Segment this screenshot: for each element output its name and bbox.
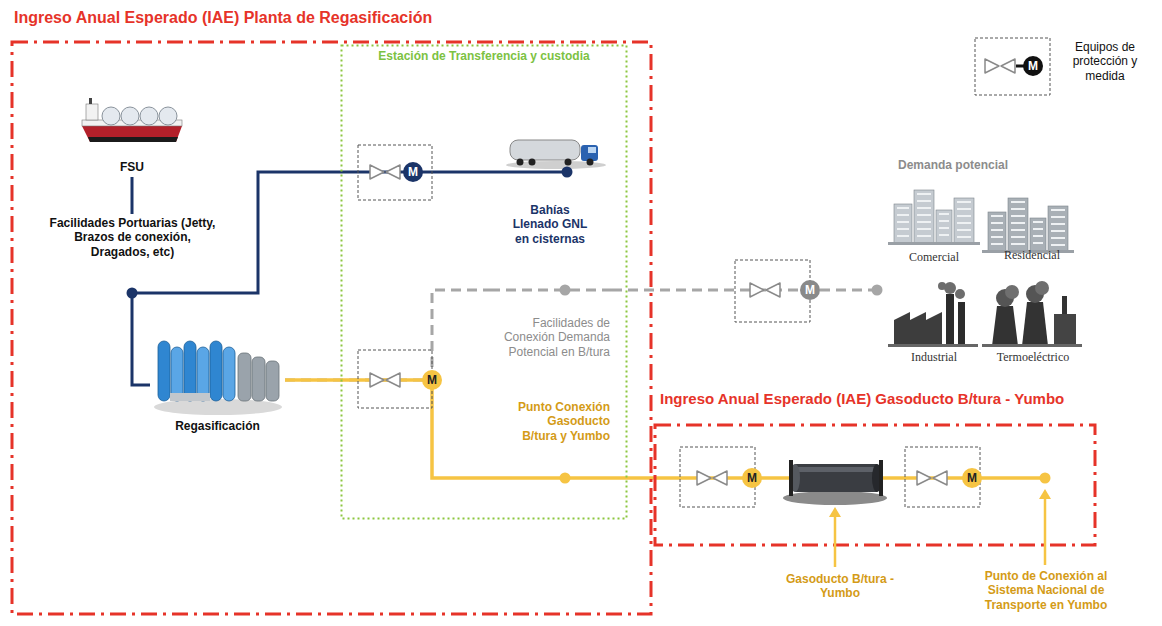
residential-node: Residencial (982, 188, 1082, 268)
pipe-connector (285, 290, 490, 380)
valve-symbol (697, 471, 727, 485)
building-icon (888, 190, 980, 245)
pipeline-point: Punto Conexión Gasoducto B/tura y Yumbo (512, 398, 612, 486)
valve-symbol (750, 283, 780, 297)
regasification-icon (154, 341, 282, 415)
line-stub (834, 515, 837, 567)
pipe-connector (132, 300, 150, 385)
legend-sample (972, 36, 1052, 98)
node-label: Facilidades Portuarias (Jetty, Brazos de… (46, 216, 219, 259)
valve-symbol (370, 165, 400, 179)
ship-node: FSU (78, 86, 186, 177)
valve-symbol (985, 59, 1015, 73)
meter-symbol (1023, 56, 1043, 76)
meter-letter: M (1023, 56, 1043, 76)
line-stub (488, 171, 567, 174)
node-label: Bahías Llenado GNL en cisternas (506, 203, 594, 246)
port-node: Facilidades Portuarias (Jetty, Brazos de… (40, 214, 225, 300)
connection-point: Punto de Conexión al Sistema Nacional de… (976, 465, 1116, 620)
joint-dot (562, 167, 573, 178)
valve-symbol (917, 471, 947, 485)
meter-letter: M (403, 162, 423, 182)
node-label: Ingreso Anual Esperado (IAE) Gasoducto B… (660, 390, 1130, 408)
demand-group: ComercialResidencialIndustrialTermoeléct… (880, 150, 1090, 370)
pipe-connector (612, 289, 880, 292)
node-label: Residencial (982, 248, 1082, 262)
leader-arrow (1039, 489, 1051, 499)
factory-icon (888, 282, 978, 347)
line-stub (976, 476, 1045, 480)
leader-arrow (829, 507, 841, 517)
building-icon (982, 198, 1074, 253)
pipeline-icon (783, 460, 887, 505)
node-label: Ingreso Anual Esperado (IAE) Planta de R… (14, 8, 660, 27)
line-stub (490, 289, 612, 292)
connection-node: Facilidades de Conexión Demanda Potencia… (490, 282, 612, 368)
industrial-node: Industrial (888, 284, 980, 368)
node-label: FSU (78, 160, 186, 174)
node-label: Estación de Transferencia y custodia (344, 49, 624, 63)
line-stub (1016, 65, 1024, 68)
joint-dot (1040, 473, 1051, 484)
node-label: Industrial (888, 350, 980, 364)
region-border (655, 425, 1095, 545)
pipe-connector (225, 172, 488, 293)
thermal-node: Termoeléctrico (978, 284, 1088, 368)
node-label: Gasoducto B/tura - Yumbo (785, 572, 895, 601)
commercial-node: Comercial (888, 180, 980, 268)
node-label: Comercial (888, 250, 980, 264)
meter-letter: M (742, 468, 762, 488)
meter-symbol (800, 280, 820, 300)
meter-letter: M (962, 468, 982, 488)
region-border (12, 42, 651, 614)
joint-dot (560, 473, 571, 484)
node-shape (340, 44, 628, 520)
line-stub (132, 292, 225, 295)
line-stub (1044, 497, 1047, 565)
power-plant-icon (982, 281, 1082, 347)
regas-node: Regasificación (150, 335, 285, 440)
node-label: Punto de Conexión al Sistema Nacional de… (976, 569, 1116, 612)
node-label: Punto Conexión Gasoducto B/tura y Yumbo (514, 400, 610, 443)
ship-icon (82, 98, 182, 142)
meter-symbol (422, 370, 442, 390)
valve-symbol (370, 373, 400, 387)
node-label: Demanda potencial (898, 158, 1090, 172)
meter-symbol (403, 162, 423, 182)
joint-dot (560, 285, 571, 296)
meter-box (735, 260, 810, 322)
node-label: Facilidades de Conexión Demanda Potencia… (492, 316, 610, 359)
truck-node: Bahías Llenado GNL en cisternas (488, 135, 612, 249)
node-shape (8, 6, 660, 620)
station-border (342, 46, 627, 519)
joint-dot (872, 285, 883, 296)
pipe-connector (285, 380, 512, 478)
meter-box (358, 350, 432, 408)
meter-letter: M (800, 280, 820, 300)
pipe-connector (131, 177, 134, 214)
node-label: Termoeléctrico (978, 350, 1088, 364)
tanker-truck-icon (506, 140, 606, 169)
legend-entry: Equipos de protección y medida (972, 36, 1158, 98)
pipeline-node: Gasoducto B/tura - Yumbo (785, 455, 895, 610)
legend-text: Equipos de protección y medida (1056, 40, 1154, 83)
node-label: Regasificación (150, 419, 285, 433)
meter-box (358, 145, 432, 200)
station-box: Bahías Llenado GNL en cisternasFacilidad… (340, 44, 628, 520)
joint-dot (127, 288, 138, 299)
meter-box (975, 38, 1050, 95)
region-band: Gasoducto B/tura - YumboPunto de Conexió… (650, 388, 1130, 550)
meter-letter: M (422, 370, 442, 390)
region-band: FSU Facilidades Portuarias (Jetty, Brazos… (8, 6, 660, 620)
node-shape (650, 388, 1130, 550)
meter-symbol (742, 468, 762, 488)
